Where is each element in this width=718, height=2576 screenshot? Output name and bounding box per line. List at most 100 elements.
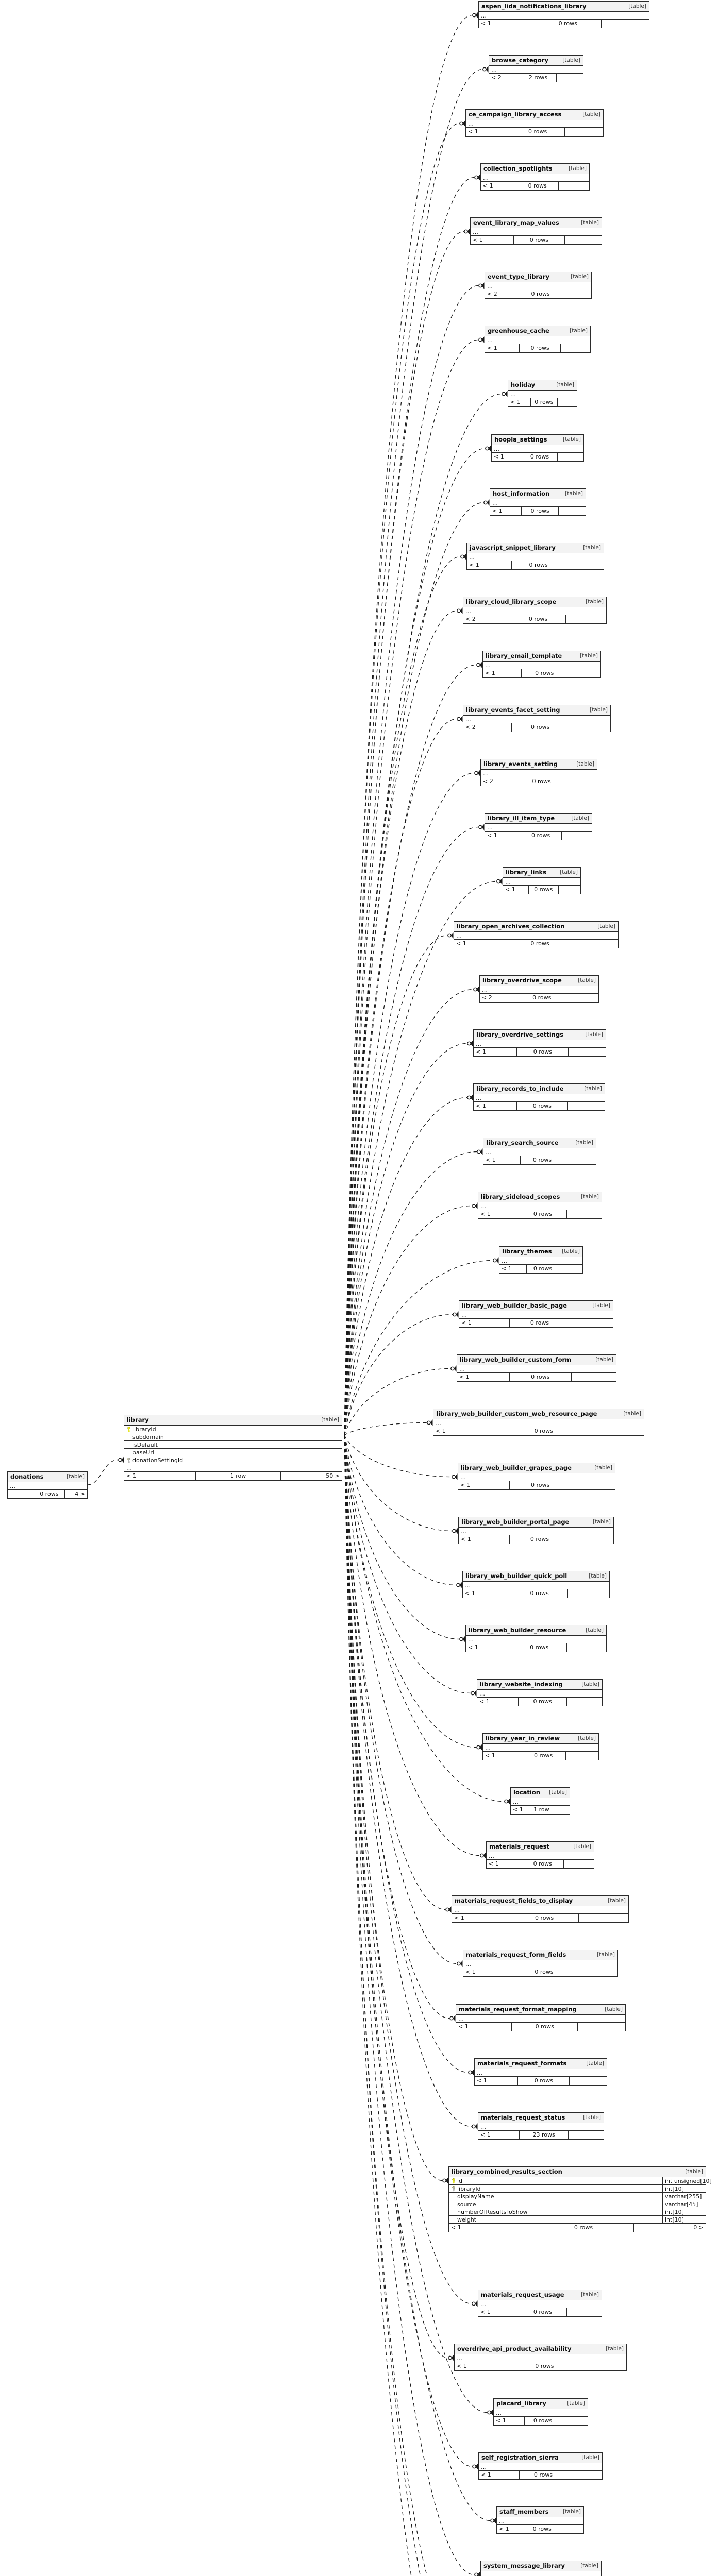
- table-title-bar[interactable]: library_overdrive_settings[table]: [474, 1030, 606, 1040]
- table-title-bar[interactable]: system_message_library[table]: [481, 2561, 601, 2571]
- table-title-bar[interactable]: library_web_builder_custom_form[table]: [457, 1355, 616, 1365]
- table-title-bar[interactable]: library_themes[table]: [499, 1247, 582, 1257]
- table-title-bar[interactable]: library_web_builder_quick_poll[table]: [463, 1571, 609, 1582]
- table-node-library_web_builder_grapes_page[interactable]: library_web_builder_grapes_page[table]…<…: [458, 1463, 615, 1490]
- table-title-bar[interactable]: library_combined_results_section[table]: [449, 2167, 706, 2177]
- table-title-bar[interactable]: library_web_builder_resource[table]: [466, 1625, 606, 1636]
- table-title-bar[interactable]: materials_request_usage[table]: [478, 2290, 602, 2300]
- table-title-bar[interactable]: location[table]: [511, 1788, 570, 1798]
- table-node-library_open_archives_collection[interactable]: library_open_archives_collection[table]……: [454, 921, 619, 948]
- table-title-bar[interactable]: library_sideload_scopes[table]: [478, 1192, 602, 1202]
- table-title-bar[interactable]: library_email_template[table]: [483, 651, 600, 662]
- table-title-bar[interactable]: materials_request_fields_to_display[tabl…: [452, 1896, 628, 1906]
- column-row[interactable]: isDefault: [124, 1441, 342, 1449]
- column-row[interactable]: subdomain: [124, 1433, 342, 1441]
- table-title-bar[interactable]: hoopla_settings[table]: [492, 435, 583, 445]
- table-title-bar[interactable]: library_events_facet_setting[table]: [463, 705, 610, 716]
- table-title-bar[interactable]: materials_request[table]: [487, 1842, 594, 1852]
- table-title-bar[interactable]: materials_request_format_mapping[table]: [456, 2005, 625, 2015]
- table-title-bar[interactable]: holiday[table]: [508, 380, 577, 391]
- table-title-bar[interactable]: library_events_setting[table]: [481, 759, 597, 770]
- table-node-materials_request_form_fields[interactable]: materials_request_form_fields[table]…< 1…: [463, 1950, 618, 1977]
- table-node-overdrive_api_product_availability[interactable]: overdrive_api_product_availability[table…: [454, 2344, 627, 2371]
- table-title-bar[interactable]: library_cloud_library_scope[table]: [463, 597, 606, 607]
- table-title-bar[interactable]: library_open_archives_collection[table]: [454, 922, 618, 932]
- table-title-bar[interactable]: ce_campaign_library_access[table]: [466, 110, 603, 120]
- table-title-bar[interactable]: library_links[table]: [503, 868, 580, 878]
- table-title-bar[interactable]: materials_request_form_fields[table]: [463, 1950, 617, 1960]
- table-title-bar[interactable]: host_information[table]: [490, 489, 586, 499]
- table-title-bar[interactable]: library_overdrive_scope[table]: [480, 976, 598, 986]
- table-title-bar[interactable]: aspen_lida_notifications_library[table]: [479, 2, 649, 12]
- table-node-library_web_builder_custom_form[interactable]: library_web_builder_custom_form[table]…<…: [457, 1354, 616, 1382]
- column-row[interactable]: libraryId: [124, 1426, 342, 1433]
- table-title-bar[interactable]: greenhouse_cache[table]: [485, 326, 590, 336]
- table-title-bar[interactable]: self_registration_sierra[table]: [479, 2453, 602, 2463]
- table-title-bar[interactable]: library_web_builder_custom_web_resource_…: [433, 1409, 644, 1419]
- column-row[interactable]: baseUrl: [124, 1449, 342, 1456]
- table-title-bar[interactable]: event_library_map_values[table]: [471, 218, 602, 228]
- table-title-bar[interactable]: staff_members[table]: [497, 2507, 583, 2517]
- table-title-bar[interactable]: donations[table]: [8, 1472, 87, 1482]
- table-title-bar[interactable]: javascript_snippet_library[table]: [467, 543, 604, 553]
- table-node-materials_request_fields_to_display[interactable]: materials_request_fields_to_display[tabl…: [452, 1895, 629, 1923]
- table-node-library_combined_results_section[interactable]: library_combined_results_section[table]i…: [448, 2166, 712, 2232]
- table-title-bar[interactable]: library_search_source[table]: [483, 1138, 596, 1148]
- table-title-bar[interactable]: library[table]: [124, 1415, 342, 1426]
- table-title-bar[interactable]: materials_request_status[table]: [478, 2113, 604, 2123]
- table-title-bar[interactable]: browse_category[table]: [489, 56, 583, 66]
- table-node-library_web_builder_basic_page[interactable]: library_web_builder_basic_page[table]…< …: [459, 1300, 613, 1328]
- table-node-materials_request_format_mapping[interactable]: materials_request_format_mapping[table]……: [456, 2004, 626, 2031]
- table-title-bar[interactable]: library_web_builder_basic_page[table]: [459, 1301, 613, 1311]
- table-title-bar[interactable]: library_web_builder_portal_page[table]: [459, 1517, 613, 1528]
- table-title-bar[interactable]: library_year_in_review[table]: [483, 1734, 598, 1744]
- table-node-system_message_library[interactable]: system_message_library[table]…< 10 rows: [480, 2561, 602, 2576]
- table-title-bar[interactable]: library_records_to_include[table]: [474, 1084, 605, 1094]
- table-node-aspen_lida_notifications_library[interactable]: aspen_lida_notifications_library[table]……: [478, 1, 649, 28]
- table-title-bar[interactable]: overdrive_api_product_availability[table…: [455, 2344, 626, 2354]
- table-title-bar[interactable]: materials_request_formats[table]: [475, 2059, 607, 2069]
- table-node-library_web_builder_quick_poll[interactable]: library_web_builder_quick_poll[table]…< …: [462, 1571, 610, 1598]
- table-title-bar[interactable]: event_type_library[table]: [485, 272, 591, 282]
- table-title-bar[interactable]: collection_spotlights[table]: [481, 164, 589, 174]
- table-node-library_web_builder_portal_page[interactable]: library_web_builder_portal_page[table]…<…: [458, 1517, 614, 1544]
- table-title-bar[interactable]: library_web_builder_grapes_page[table]: [458, 1463, 615, 1473]
- table-title-bar[interactable]: placard_library[table]: [494, 2399, 588, 2409]
- table-title-bar[interactable]: library_ill_item_type[table]: [485, 814, 592, 824]
- table-node-library_web_builder_custom_web_resource_page[interactable]: library_web_builder_custom_web_resource_…: [433, 1409, 644, 1436]
